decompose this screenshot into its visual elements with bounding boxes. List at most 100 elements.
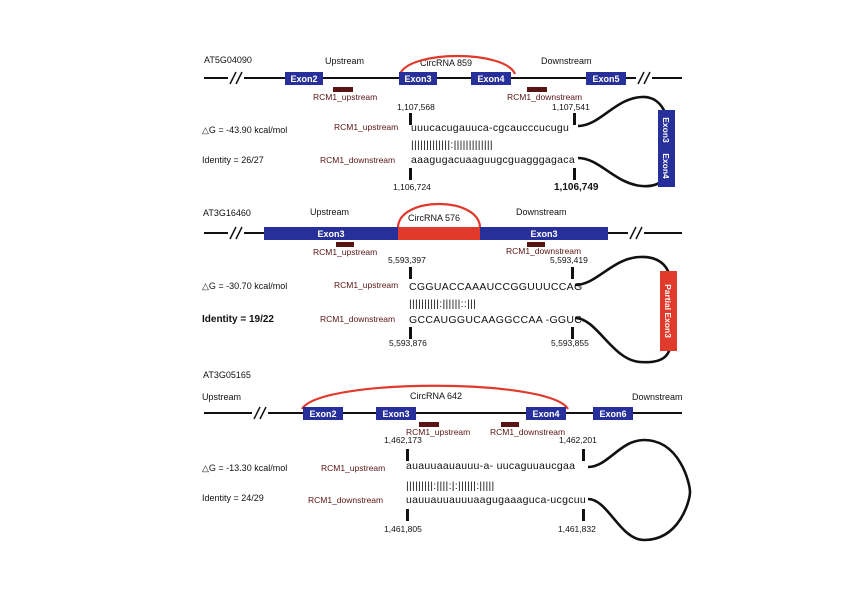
circrna-arc: [396, 203, 482, 229]
delta-g: △G = -43.90 kcal/mol: [202, 125, 287, 135]
gene-id: AT3G16460: [203, 208, 251, 218]
delta-g: △G = -30.70 kcal/mol: [202, 281, 287, 291]
rcm-downstream-label: RCM1_downstream: [320, 155, 395, 165]
tick: [406, 449, 409, 461]
exon-label: Exon5: [592, 74, 619, 84]
circrna-label: CircRNA 642: [410, 391, 462, 401]
exon-box: [471, 72, 511, 85]
gene-id: AT3G05165: [203, 370, 251, 380]
pair-lines: |||||||||||||:|||||||||||||: [411, 139, 493, 151]
upstream-label: Upstream: [202, 392, 241, 402]
loop-exon-label: Exon3: [661, 117, 671, 143]
tick: [409, 267, 412, 279]
circrna-label: CircRNA 859: [420, 58, 472, 68]
upstream-label: Upstream: [325, 56, 364, 66]
rcm-downstream-mark: [527, 87, 547, 92]
rcm-upstream-mark: [336, 242, 354, 247]
rcm-downstream-mark: [501, 422, 519, 427]
loop-top: [587, 438, 692, 493]
exon-box: [593, 407, 633, 420]
downstream-label: Downstream: [541, 56, 592, 66]
coord-up-left: 1,462,173: [384, 435, 422, 445]
tick: [571, 327, 574, 339]
exon-box: [480, 227, 608, 240]
tick: [582, 509, 585, 521]
exon-label: Exon3: [317, 229, 344, 239]
seq-downstream: aaagugacuaaguugcguagggagaca: [411, 154, 575, 166]
seq-upstream: uuucacugauuca-cgcaucccucugu: [411, 122, 569, 134]
gene-id: AT5G04090: [204, 55, 252, 65]
exon-label: Exon3: [404, 74, 431, 84]
break-left: [252, 406, 268, 420]
exon-label: Exon3: [382, 409, 409, 419]
break-right: [628, 226, 644, 240]
exon-label: Exon2: [290, 74, 317, 84]
rcm-downstream-label: RCM1_downstream: [490, 427, 565, 437]
exon-box: [264, 227, 398, 240]
circ-exon-segment: [398, 227, 480, 240]
upstream-label: Upstream: [310, 207, 349, 217]
rcm-upstream-label: RCM1_upstream: [334, 280, 398, 290]
rcm-downstream-label: RCM1_downstream: [506, 246, 581, 256]
tick: [409, 113, 412, 125]
coord-up-right: 5,593,419: [550, 255, 588, 265]
loop-exon-box: [658, 110, 675, 187]
circrna-label: CircRNA 576: [408, 213, 460, 223]
identity: Identity = 19/22: [202, 314, 274, 325]
panel-1: AT5G04090 Upstream Downstream CircRNA 85…: [202, 55, 682, 193]
exon-label: Exon2: [309, 409, 336, 419]
coord-up-right: 1,462,201: [559, 435, 597, 445]
downstream-label: Downstream: [516, 207, 567, 217]
coord-up-right: 1,107,541: [552, 102, 590, 112]
loop-top: [574, 255, 672, 287]
exon-label: Exon4: [532, 409, 559, 419]
seq-downstream: GCCAUGGUCAAGGCCAA -GGUC: [409, 314, 582, 326]
tick: [573, 168, 576, 180]
exon-label: Exon6: [599, 409, 626, 419]
tick: [582, 449, 585, 461]
tick: [571, 267, 574, 279]
loop-exon-label: Exon4: [661, 153, 671, 179]
seq-upstream: auauuaauauuu-a- uucaguuaucgaa: [406, 460, 575, 472]
rcm-upstream-label: RCM1_upstream: [321, 463, 385, 473]
downstream-label: Downstream: [632, 392, 683, 402]
exon-box: [285, 72, 323, 85]
loop-bottom: [574, 316, 672, 364]
pair-lines: ||||||||||:||||||::|||: [409, 298, 476, 310]
coord-down-right: 1,106,749: [554, 182, 599, 193]
coord-down-right: 5,593,855: [551, 338, 589, 348]
rcm-downstream-mark: [527, 242, 545, 247]
break-left: [228, 71, 244, 85]
delta-g: △G = -13.30 kcal/mol: [202, 463, 287, 473]
coord-up-left: 5,593,397: [388, 255, 426, 265]
coord-down-right: 1,461,832: [558, 524, 596, 534]
exon-label: Exon4: [477, 74, 504, 84]
tick: [573, 113, 576, 125]
tick: [409, 168, 412, 180]
rcm-upstream-label: RCM1_upstream: [313, 92, 377, 102]
rcm-downstream-label: RCM1_downstream: [320, 314, 395, 324]
coord-down-left: 5,593,876: [389, 338, 427, 348]
identity: Identity = 24/29: [202, 493, 264, 503]
tick: [409, 327, 412, 339]
coord-down-left: 1,106,724: [393, 182, 431, 192]
rcm-upstream-label: RCM1_upstream: [406, 427, 470, 437]
circrna-arc: [301, 384, 569, 410]
rcm-downstream-label: RCM1_downstream: [507, 92, 582, 102]
coord-up-left: 1,107,568: [397, 102, 435, 112]
loop-exon-box: [660, 271, 677, 351]
circrna-arc: [398, 55, 517, 75]
exon-label: Exon3: [530, 229, 557, 239]
loop-top: [577, 95, 671, 141]
seq-downstream: uauuauuauuuaagugaaaguca-ucgcuu: [406, 494, 586, 506]
exon-box: [376, 407, 416, 420]
panel-2: AT3G16460 Upstream Downstream CircRNA 57…: [202, 203, 682, 364]
coord-down-left: 1,461,805: [384, 524, 422, 534]
tick: [406, 509, 409, 521]
rcm-upstream-label: RCM1_upstream: [334, 122, 398, 132]
loop-bottom: [587, 491, 692, 542]
exon-box: [399, 72, 437, 85]
pair-lines: |||||||||:||||:|:||||||:|||||: [406, 480, 495, 492]
exon-box: [303, 407, 343, 420]
